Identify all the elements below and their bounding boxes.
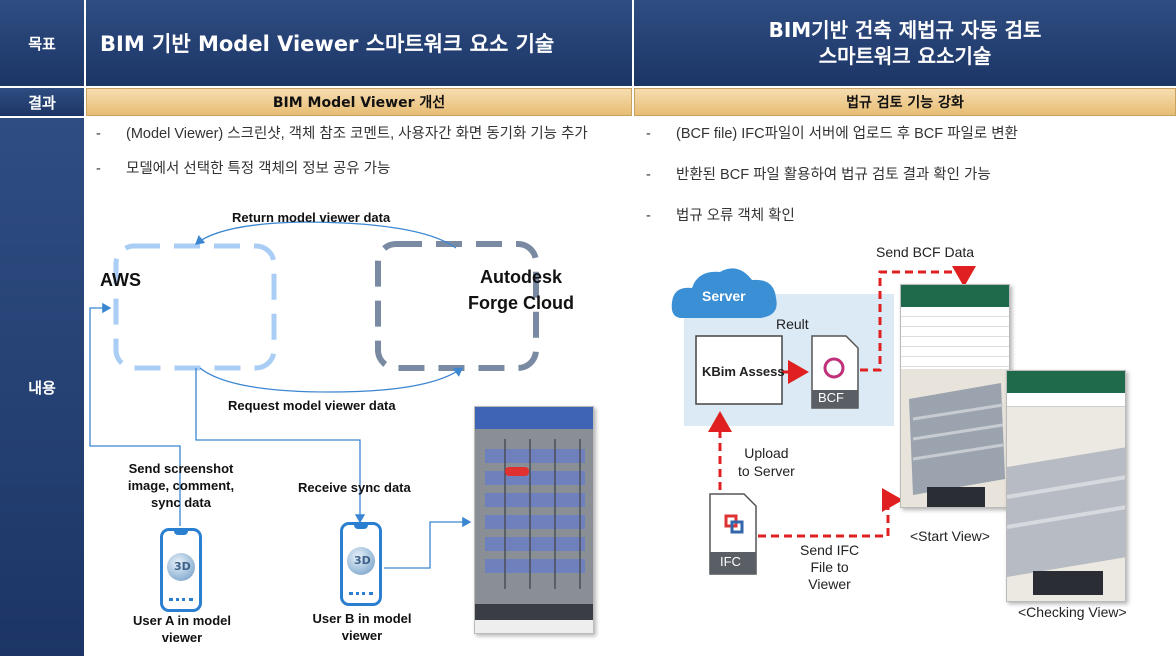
user-a-line1: User A in model xyxy=(132,613,231,628)
list-item: -(BCF file) IFC파일이 서버에 업로드 후 BCF 파일로 변환 xyxy=(646,126,1018,142)
goal-label: 목표 xyxy=(28,34,56,53)
goal-label-cell: 목표 xyxy=(0,0,84,86)
left-result-cell: BIM Model Viewer 개선 xyxy=(86,88,632,116)
phone-notch xyxy=(174,530,188,535)
send-ifc-label: Send IFC File to Viewer xyxy=(800,542,859,593)
list-item: -(Model Viewer) 스크린샷, 객체 참조 코멘트, 사용자간 화면… xyxy=(96,126,588,142)
forge-line1: Autodesk xyxy=(479,267,562,287)
right-bullet-1: (BCF file) IFC파일이 서버에 업로드 후 BCF 파일로 변환 xyxy=(676,126,1018,142)
bcf-to-viewer-arrow xyxy=(860,266,976,372)
aws-box xyxy=(113,243,277,371)
ifc-label: IFC xyxy=(720,554,741,569)
phone-icon-text: 3D xyxy=(354,554,371,567)
right-title-cell: BIM기반 건축 제법규 자동 검토 스마트워크 요소기술 xyxy=(634,0,1176,86)
send-arrow xyxy=(89,302,181,526)
list-item: -모델에서 선택한 특정 객체의 정보 공유 가능 xyxy=(96,161,391,177)
right-title-line2: 스마트워크 요소기술 xyxy=(818,44,992,68)
kbim-box xyxy=(695,335,783,405)
left-title: BIM 기반 Model Viewer 스마트워크 요소 기술 xyxy=(100,32,555,56)
user-b-label: User B in model viewer xyxy=(292,610,432,644)
right-diagram xyxy=(671,266,976,575)
left-bullet-2: 모델에서 선택한 특정 객체의 정보 공유 가능 xyxy=(126,161,391,177)
upload-label: Upload to Server xyxy=(738,444,795,480)
send-ifc-line2: File to xyxy=(810,559,849,575)
send-label: Send screenshot image, comment, sync dat… xyxy=(108,460,254,511)
ifc-logo xyxy=(724,514,744,534)
forge-label: Autodesk Forge Cloud xyxy=(468,264,574,316)
phone-user-a: 3D xyxy=(160,528,202,612)
checking-view-label: <Checking View> xyxy=(1018,604,1127,620)
left-bullet-list: -(Model Viewer) 스크린샷, 객체 참조 코멘트, 사용자간 화면… xyxy=(96,124,626,192)
rule-item xyxy=(1007,393,1125,407)
right-result: 법규 검토 기능 강화 xyxy=(846,95,964,111)
app-title-bar xyxy=(475,407,593,429)
result-label-cell: 결과 xyxy=(0,88,84,116)
app-title-bar xyxy=(1007,371,1125,393)
upload-line1: Upload xyxy=(744,445,789,461)
phone-notch xyxy=(354,524,368,529)
receive-arrow xyxy=(195,368,366,524)
bcf-label: BCF xyxy=(818,390,844,405)
phone-icon-text: 3D xyxy=(174,560,191,573)
checking-view-screenshot xyxy=(1006,370,1126,602)
return-label: Return model viewer data xyxy=(232,210,391,225)
forge-line2: Forge Cloud xyxy=(468,293,574,313)
building-render xyxy=(475,429,593,633)
send-ifc-line1: Send IFC xyxy=(800,542,860,558)
mobile-viewer-screenshot xyxy=(474,406,594,634)
left-diagram xyxy=(89,221,539,569)
phone-user-b: 3D xyxy=(340,522,382,606)
right-bullet-2: 반환된 BCF 파일 활용하여 법규 검토 결과 확인 가능 xyxy=(676,167,991,183)
building-render xyxy=(901,369,1009,507)
list-item: -반환된 BCF 파일 활용하여 법규 검토 결과 확인 가능 xyxy=(646,167,991,183)
rule-list xyxy=(901,307,1009,369)
send-line2: image, comment, xyxy=(127,478,235,493)
send-line3: sync data xyxy=(151,495,211,510)
kbim-label: KBim Assess xyxy=(702,364,785,379)
content-label-cell: 내용 xyxy=(0,118,84,656)
app-title-bar xyxy=(901,285,1009,307)
right-title-line1: BIM기반 건축 제법규 자동 검토 xyxy=(768,18,1042,42)
bcf-logo xyxy=(823,357,845,379)
3d-model-icon: 3D xyxy=(347,547,375,575)
user-a-label: User A in model viewer xyxy=(112,612,252,646)
right-bullet-3: 법규 오류 객체 확인 xyxy=(676,208,795,224)
server-label: Server xyxy=(702,288,746,304)
request-label: Request model viewer data xyxy=(228,398,396,413)
user-b-line1: User B in model xyxy=(312,611,412,626)
right-bullet-list: -(BCF file) IFC파일이 서버에 업로드 후 BCF 파일로 변환 … xyxy=(646,124,1166,239)
left-bullet-1: (Model Viewer) 스크린샷, 객체 참조 코멘트, 사용자간 화면 … xyxy=(126,126,588,142)
aws-label: AWS xyxy=(100,270,142,290)
send-line1: Send screenshot xyxy=(128,461,234,476)
request-arrow xyxy=(199,367,464,393)
upload-line2: to Server xyxy=(738,463,795,479)
phone-dots xyxy=(169,598,193,601)
send-bcf-label: Send BCF Data xyxy=(876,244,975,260)
phone-dots xyxy=(349,592,373,595)
list-item: -법규 오류 객체 확인 xyxy=(646,208,795,224)
return-arrow xyxy=(195,221,457,249)
result-label: 결과 xyxy=(28,93,56,112)
start-view-screenshot xyxy=(900,284,1010,508)
left-result: BIM Model Viewer 개선 xyxy=(272,95,446,111)
start-view-label: <Start View> xyxy=(910,528,990,544)
receive-label: Receive sync data xyxy=(298,480,411,495)
3d-model-icon: 3D xyxy=(167,553,195,581)
screenshot-arrow xyxy=(384,516,472,569)
right-result-cell: 법규 검토 기능 강화 xyxy=(634,88,1176,116)
send-ifc-line3: Viewer xyxy=(808,576,851,592)
content-label: 내용 xyxy=(28,378,56,397)
left-title-cell: BIM 기반 Model Viewer 스마트워크 요소 기술 xyxy=(86,0,632,86)
building-render xyxy=(1007,407,1125,601)
result-label-text: Reult xyxy=(776,316,809,332)
user-b-line2: viewer xyxy=(341,628,383,643)
cloud-icon xyxy=(671,268,777,318)
user-a-line2: viewer xyxy=(161,630,203,645)
ifc-to-viewer-arrow xyxy=(758,488,903,538)
